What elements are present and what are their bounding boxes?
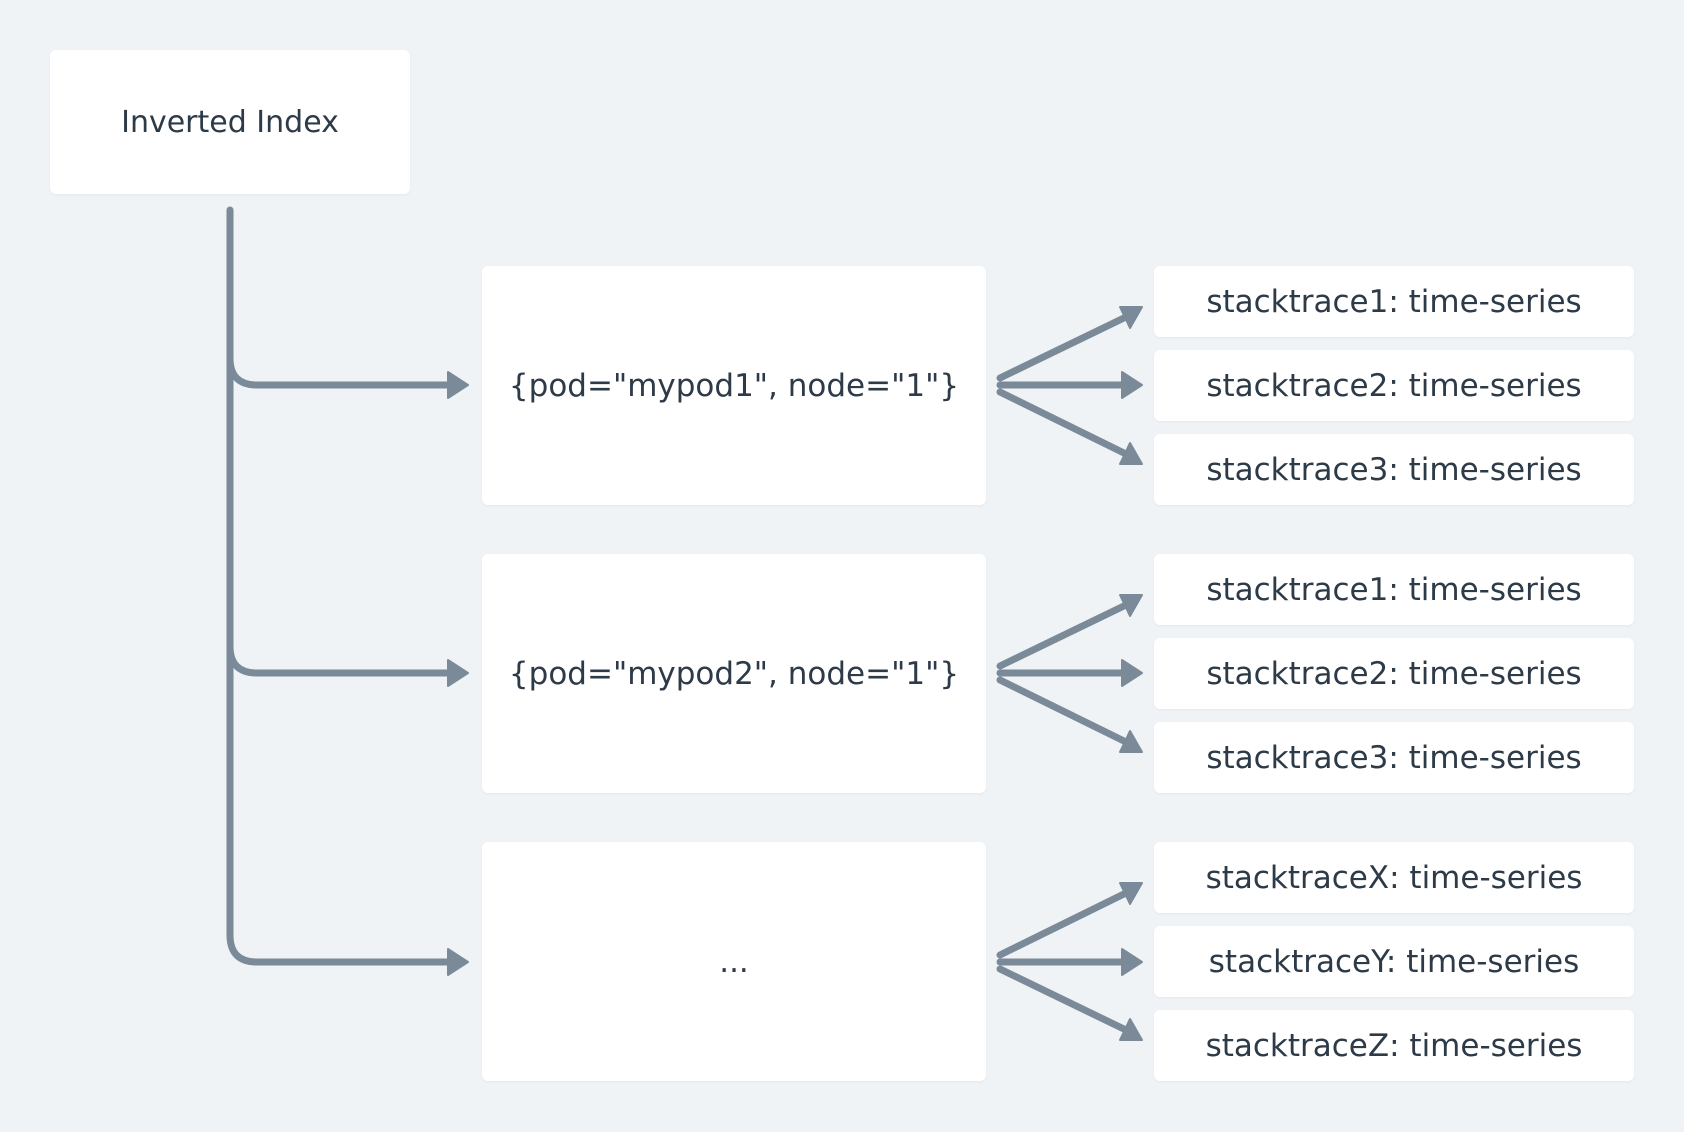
arrowhead-label-set-3 [447, 948, 469, 976]
fanout-2-to-series-1 [996, 600, 1132, 670]
series-text: stacktrace1: time-series [1206, 283, 1582, 320]
series-node: stacktrace1: time-series [1154, 554, 1634, 625]
branch-to-label-set-1 [226, 354, 456, 389]
branch-to-label-set-2 [226, 642, 456, 677]
arrowhead-3-2 [1121, 948, 1143, 976]
inverted-index-node: Inverted Index [50, 50, 410, 194]
arrowhead-2-1 [1119, 594, 1143, 617]
fanout-3-to-series-1 [996, 888, 1132, 959]
label-set-text: ... [719, 943, 749, 980]
series-text: stacktrace3: time-series [1206, 451, 1582, 488]
series-node: stacktraceX: time-series [1154, 842, 1634, 913]
label-set-node: {pod="mypod1", node="1"} [482, 266, 986, 505]
arrowhead-2-3 [1119, 730, 1143, 753]
arrowhead-label-set-2 [447, 659, 469, 687]
series-node: stacktrace2: time-series [1154, 350, 1634, 421]
series-text: stacktrace2: time-series [1206, 367, 1582, 404]
inverted-index-title: Inverted Index [121, 104, 339, 140]
arrowhead-1-1 [1119, 306, 1143, 329]
series-text: stacktrace1: time-series [1206, 571, 1582, 608]
fanout-1-to-series-1 [996, 312, 1132, 382]
arrowhead-label-set-1 [447, 371, 469, 399]
arrowhead-3-3 [1119, 1018, 1143, 1041]
series-text: stacktraceY: time-series [1208, 943, 1580, 980]
series-text: stacktrace3: time-series [1206, 739, 1582, 776]
arrowhead-3-1 [1119, 882, 1143, 905]
fanout-1-to-series-3 [996, 388, 1132, 459]
fanout-2-to-series-3 [996, 676, 1132, 747]
arrowhead-1-2 [1121, 371, 1143, 399]
fanout-3-to-series-3 [996, 965, 1132, 1035]
arrowhead-2-2 [1121, 659, 1143, 687]
series-text: stacktrace2: time-series [1206, 655, 1582, 692]
series-node: stacktrace3: time-series [1154, 434, 1634, 505]
series-node: stacktraceZ: time-series [1154, 1010, 1634, 1081]
label-set-node: {pod="mypod2", node="1"} [482, 554, 986, 793]
trunk-line [226, 206, 261, 966]
series-text: stacktraceZ: time-series [1205, 1027, 1583, 1064]
series-node: stacktrace2: time-series [1154, 638, 1634, 709]
series-node: stacktrace1: time-series [1154, 266, 1634, 337]
series-text: stacktraceX: time-series [1205, 859, 1583, 896]
series-node: stacktrace3: time-series [1154, 722, 1634, 793]
label-set-node: ... [482, 842, 986, 1081]
label-set-text: {pod="mypod1", node="1"} [508, 367, 960, 404]
label-set-text: {pod="mypod2", node="1"} [508, 655, 960, 692]
arrowhead-1-3 [1119, 442, 1143, 465]
series-node: stacktraceY: time-series [1154, 926, 1634, 997]
